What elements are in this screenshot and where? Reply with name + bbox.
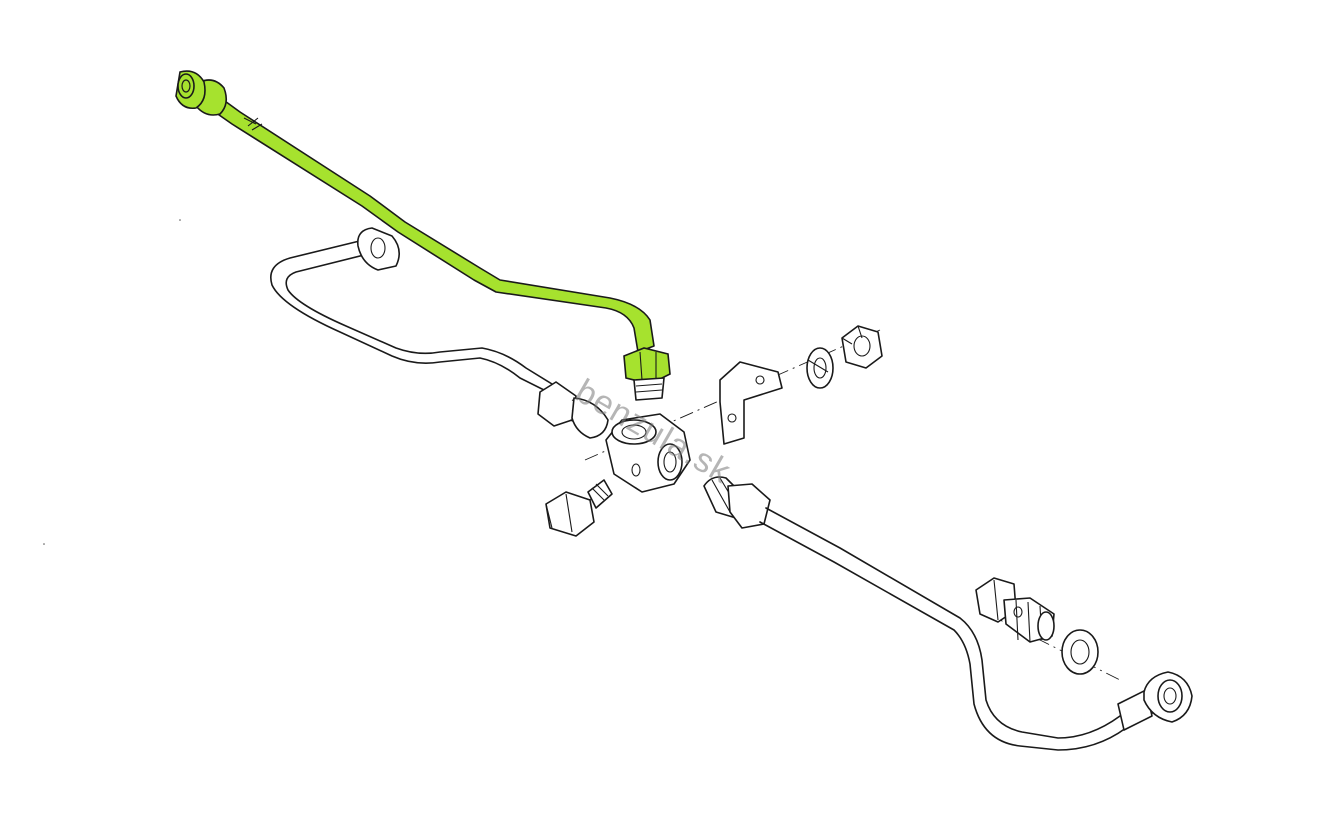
hex-nut[interactable] xyxy=(841,325,883,369)
highlighted-pipe[interactable] xyxy=(175,70,671,401)
highlighted-pipe-body xyxy=(211,95,655,353)
scan-specks xyxy=(43,219,181,545)
highlighted-pipe-bottom-nut xyxy=(623,347,671,401)
right-pipe-threaded-nut xyxy=(703,476,771,529)
distributor-block[interactable] xyxy=(605,413,691,493)
banjo-fitting[interactable] xyxy=(1143,671,1193,723)
banjo-bolt[interactable] xyxy=(975,577,1055,643)
hex-bolt[interactable] xyxy=(545,479,613,537)
left-pipe-threaded-nut xyxy=(537,381,609,439)
right-pipe[interactable] xyxy=(703,476,1155,751)
left-pipe-eye-fitting xyxy=(356,227,400,271)
sealing-washer[interactable] xyxy=(1061,629,1099,675)
highlighted-pipe-top-fitting xyxy=(175,70,263,131)
left-pipe[interactable] xyxy=(270,227,609,439)
spring-washer[interactable] xyxy=(806,347,834,389)
mounting-bracket[interactable] xyxy=(719,361,783,445)
